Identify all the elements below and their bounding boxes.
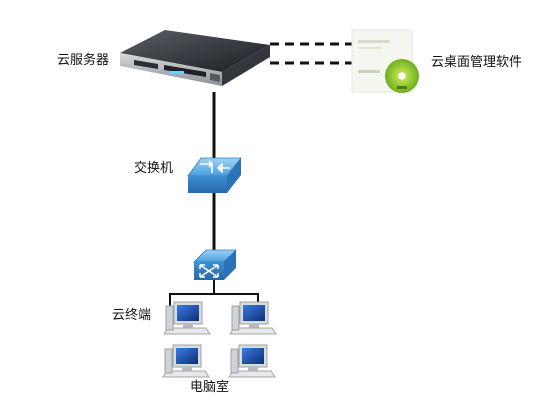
software-label: 云桌面管理软件 (431, 55, 523, 70)
terminals-label: 云终端 (112, 308, 152, 323)
computer-icon-3 (162, 344, 210, 378)
router-icon (193, 249, 237, 280)
server-icon (120, 30, 270, 86)
computer-icon-4 (228, 344, 276, 378)
connection-lines (169, 42, 352, 306)
terminal-bus (169, 293, 259, 306)
computer-icon-2 (229, 301, 277, 335)
software-box-icon (351, 29, 419, 93)
room-label: 电脑室 (190, 380, 230, 395)
computer-icon-1 (163, 301, 211, 335)
switch-icon (187, 157, 242, 193)
switch-label: 交换机 (134, 161, 174, 176)
server-label: 云服务器 (57, 53, 110, 68)
